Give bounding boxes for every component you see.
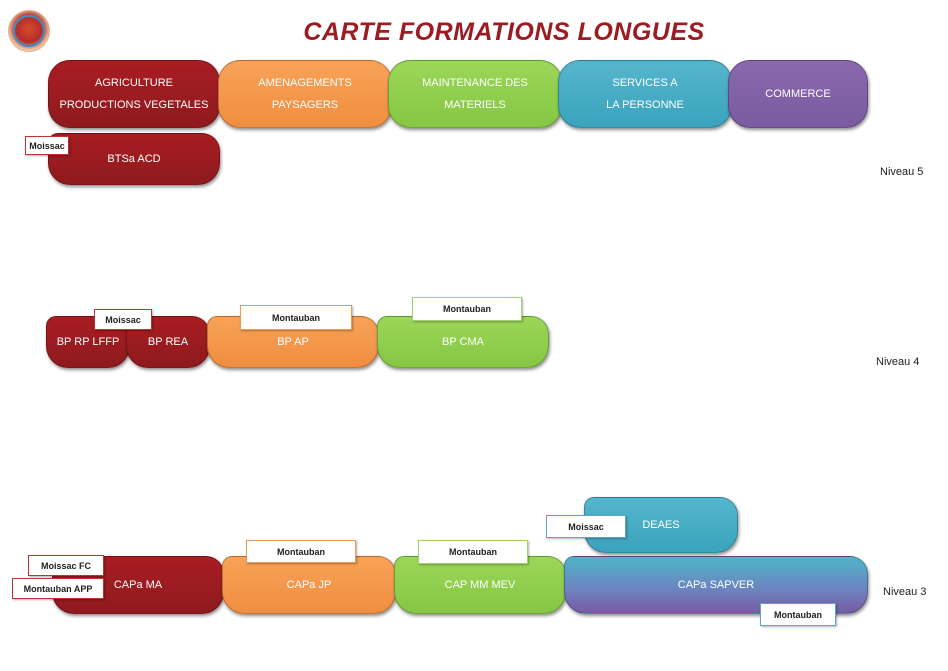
site-tag-capa-jp-montauban: Montauban bbox=[246, 540, 356, 563]
site-tag-label: Montauban bbox=[277, 546, 325, 557]
site-tag-cap-mm-mev-montauban: Montauban bbox=[418, 540, 528, 564]
logo bbox=[8, 10, 50, 52]
site-tag-label: Montauban bbox=[272, 312, 320, 323]
category-services-line2: LA PERSONNE bbox=[606, 99, 684, 111]
formation-bp-cma: BP CMA bbox=[377, 316, 549, 368]
site-tag-label: Moissac bbox=[29, 140, 65, 151]
category-services: SERVICES A LA PERSONNE bbox=[558, 60, 732, 128]
site-tag-label: Moissac bbox=[568, 521, 604, 532]
site-tag-capa-ma-montauban-app: Montauban APP bbox=[12, 578, 104, 599]
formation-bp-cma-label: BP CMA bbox=[442, 336, 484, 348]
formation-capa-jp-label: CAPa JP bbox=[286, 579, 332, 591]
formation-capa-sapver-label: CAPa SAPVER bbox=[677, 579, 755, 591]
site-tag-label: Montauban bbox=[774, 609, 822, 620]
site-tag-label: Montauban bbox=[443, 304, 491, 314]
site-tag-bp-moissac: Moissac bbox=[94, 309, 152, 330]
site-tag-label: Moissac FC bbox=[40, 560, 91, 571]
formation-btsa-acd: BTSa ACD bbox=[48, 133, 220, 185]
niveau-3-label: Niveau 3 bbox=[883, 586, 927, 598]
formation-bp-rea-label: BP REA bbox=[147, 336, 189, 348]
category-amenagements-line1: AMENAGEMENTS bbox=[258, 77, 352, 89]
site-tag-bp-cma-montauban: Montauban bbox=[412, 297, 522, 321]
formation-cap-mm-mev-label: CAP MM MEV bbox=[444, 579, 516, 591]
site-tag-deaes-moissac: Moissac bbox=[546, 515, 626, 538]
formation-cap-mm-mev: CAP MM MEV bbox=[394, 556, 566, 614]
category-agriculture: AGRICULTURE PRODUCTIONS VEGETALES bbox=[48, 60, 220, 128]
formation-deaes-label: DEAES bbox=[642, 519, 680, 531]
niveau-5-label: Niveau 5 bbox=[880, 166, 924, 178]
site-tag-bp-ap-montauban: Montauban bbox=[240, 305, 352, 330]
formation-bp-ap-label: BP AP bbox=[277, 336, 309, 348]
formation-capa-jp: CAPa JP bbox=[222, 556, 396, 614]
category-commerce: COMMERCE bbox=[728, 60, 868, 128]
category-maintenance-line2: MATERIELS bbox=[444, 99, 506, 111]
formation-capa-ma-label: CAPa MA bbox=[113, 579, 163, 591]
category-agriculture-line1: AGRICULTURE bbox=[94, 77, 174, 89]
page-title: CARTE FORMATIONS LONGUES bbox=[303, 18, 705, 46]
formation-bp-rp-lffp-label: BP RP LFFP bbox=[56, 336, 120, 348]
category-services-line1: SERVICES A bbox=[612, 77, 678, 89]
site-tag-capa-ma-moissac-fc: Moissac FC bbox=[28, 555, 104, 576]
category-amenagements: AMENAGEMENTS PAYSAGERS bbox=[218, 60, 392, 128]
category-maintenance: MAINTENANCE DES MATERIELS bbox=[388, 60, 562, 128]
category-agriculture-line2: PRODUCTIONS VEGETALES bbox=[59, 99, 209, 111]
niveau-4-label: Niveau 4 bbox=[876, 356, 920, 368]
category-maintenance-line1: MAINTENANCE DES bbox=[422, 77, 528, 89]
category-commerce-line1: COMMERCE bbox=[765, 88, 831, 100]
site-tag-label: Moissac bbox=[105, 314, 141, 325]
site-tag-label: Montauban bbox=[449, 547, 497, 557]
site-tag-label: Montauban APP bbox=[23, 583, 93, 594]
site-tag-capa-sapver-montauban: Montauban bbox=[760, 603, 836, 626]
category-amenagements-line2: PAYSAGERS bbox=[271, 99, 339, 111]
site-tag-btsa-moissac: Moissac bbox=[25, 136, 69, 155]
formation-btsa-acd-label: BTSa ACD bbox=[107, 153, 161, 165]
